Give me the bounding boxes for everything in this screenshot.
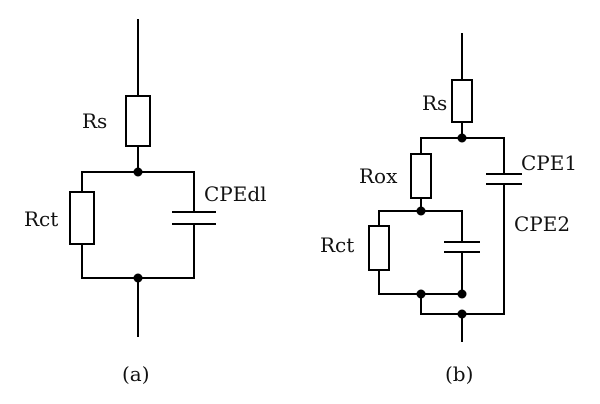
circuit-a: Rs Rct CPEdl (a) bbox=[24, 19, 267, 386]
b-rs-resistor bbox=[451, 79, 473, 123]
a-cpe-label: CPEdl bbox=[204, 182, 267, 206]
a-rct-resistor bbox=[69, 191, 95, 245]
b-rct-label: Rct bbox=[320, 233, 354, 257]
a-rct-label: Rct bbox=[24, 207, 58, 231]
b-rct-resistor bbox=[368, 225, 390, 271]
b-cpe1-label: CPE1 bbox=[521, 151, 577, 175]
a-rs-label: Rs bbox=[82, 109, 107, 133]
a-rs-resistor bbox=[125, 95, 151, 147]
a-caption: (a) bbox=[122, 362, 150, 386]
circuit-b: Rs Rox Rct CPE1 CPE2 (b) bbox=[320, 33, 577, 386]
b-caption: (b) bbox=[445, 362, 473, 386]
b-rox-resistor bbox=[410, 153, 432, 199]
b-rox-label: Rox bbox=[359, 164, 398, 188]
b-inner-right-bottom-node bbox=[457, 289, 467, 299]
b-rs-label: Rs bbox=[422, 91, 447, 115]
b-cpe2-label: CPE2 bbox=[514, 212, 570, 236]
